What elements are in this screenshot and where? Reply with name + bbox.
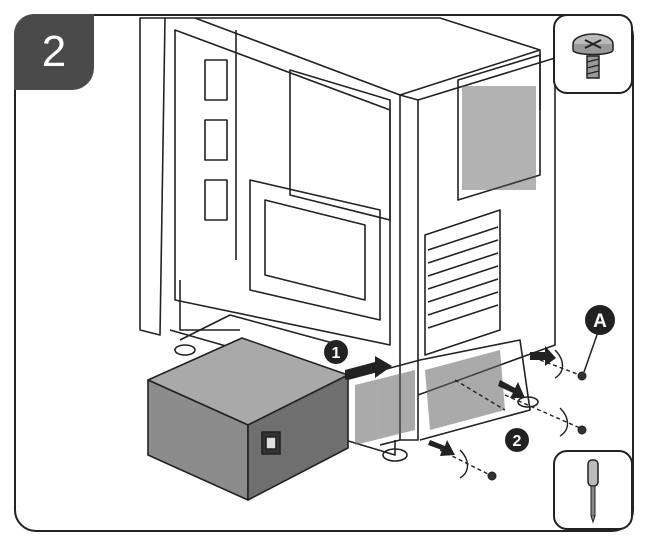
screw: [577, 425, 587, 435]
callout-a-label: A: [593, 311, 607, 332]
power-supply-unit: [147, 337, 349, 501]
expansion-slots: [424, 209, 501, 356]
screw-arrows: [428, 346, 556, 456]
callout-a: A: [583, 305, 615, 373]
psu-side: [247, 374, 349, 501]
callout-2: 2: [505, 428, 529, 452]
callout-1-label: 1: [332, 345, 341, 362]
screwdriver-icon: [587, 459, 599, 524]
screws: [487, 371, 587, 481]
pc-case-chassis: [139, 17, 556, 462]
callout-1: 1: [324, 340, 348, 364]
mesh-grille: [462, 86, 536, 190]
insert-arrow: [345, 356, 392, 380]
screw: [487, 471, 497, 481]
screw-icon: [572, 33, 614, 79]
screw: [577, 371, 587, 381]
bottom-fan-grille: [355, 350, 505, 445]
screw-icon-box: [553, 14, 633, 94]
screwdriver-icon-box: [553, 450, 633, 530]
callout-2-label: 2: [513, 433, 522, 450]
step-number: 2: [41, 27, 67, 76]
step-number-badge: 2: [14, 14, 94, 90]
